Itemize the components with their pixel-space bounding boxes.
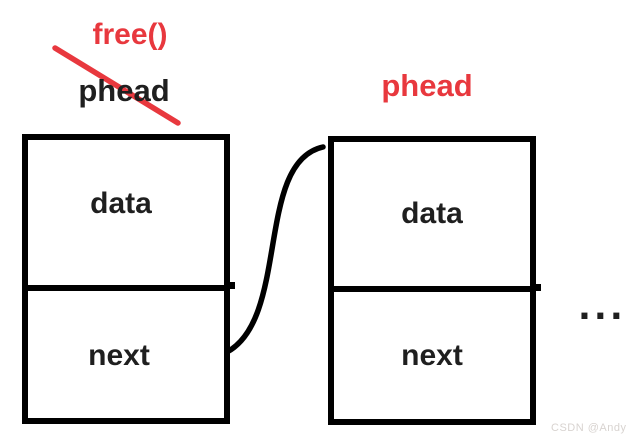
node2-data-cell: data — [334, 142, 530, 293]
node1-data-label: data — [90, 187, 152, 221]
node1-next-cell: next — [28, 291, 224, 418]
watermark: CSDN @Andy — [551, 422, 626, 434]
list-node-2: data next — [328, 136, 536, 425]
node2-next-label: next — [401, 338, 463, 372]
ellipsis-label: ... — [578, 288, 626, 328]
list-node-1: data next — [22, 134, 230, 424]
node2-next-cell: next — [334, 292, 530, 419]
phead-old-label: phead — [78, 73, 170, 108]
free-call-label: free() — [92, 18, 168, 51]
node1-data-cell: data — [28, 140, 224, 291]
next-pointer-curve — [224, 144, 326, 355]
node1-next-label: next — [88, 339, 150, 373]
node2-data-label: data — [401, 197, 463, 231]
phead-new-label: phead — [381, 68, 473, 103]
